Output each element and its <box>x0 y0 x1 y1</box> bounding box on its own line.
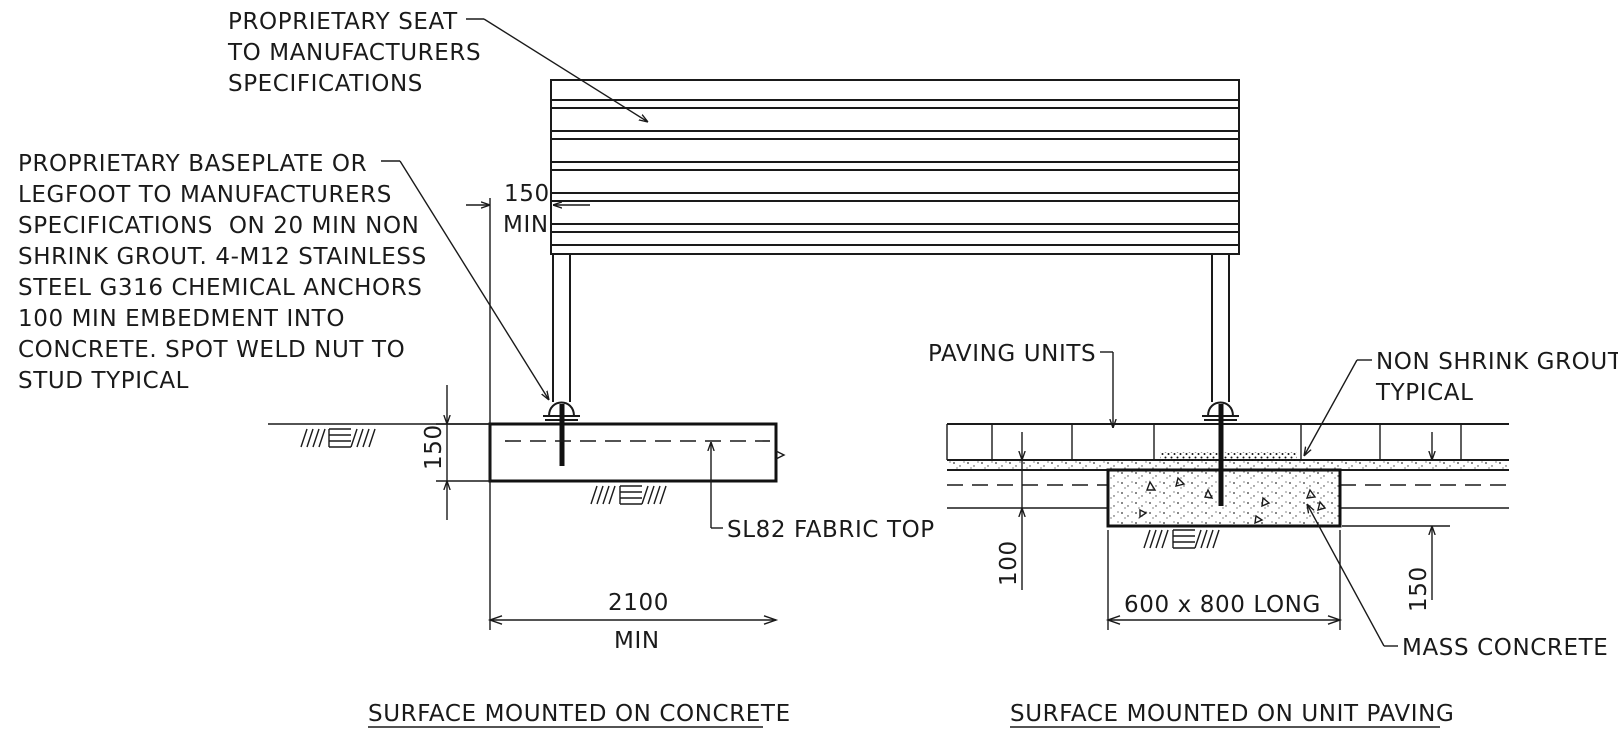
ground-hatch-below-slab <box>590 485 667 505</box>
dim-footing-width <box>1105 530 1343 630</box>
dim-slab-thickness <box>436 385 490 520</box>
baseplate-note-line: STUD TYPICAL <box>18 368 189 394</box>
baseplate-note-line: SPECIFICATIONS ON 20 MIN NON <box>18 213 419 239</box>
grout-note-line: TYPICAL <box>1375 380 1474 406</box>
subbase-layer <box>947 484 1509 509</box>
leader-mass-concrete <box>1307 504 1398 647</box>
dim-width-2100 <box>487 198 779 630</box>
leader-fabric <box>711 442 723 529</box>
seat-note-line: SPECIFICATIONS <box>228 71 423 97</box>
baseplate-note: PROPRIETARY BASEPLATE OR LEGFOOT TO MANU… <box>18 151 435 394</box>
paving-units-label: PAVING UNITS <box>928 341 1096 367</box>
footing-size-label: 600 x 800 LONG <box>1124 592 1321 618</box>
grout-note: NON SHRINK GROUT TYPICAL <box>1375 349 1618 406</box>
ground-hatch-below-footing <box>1143 529 1220 549</box>
baseplate-note-line: PROPRIETARY BASEPLATE OR <box>18 151 367 177</box>
title-surface-on-paving: SURFACE MOUNTED ON UNIT PAVING <box>1010 701 1454 727</box>
grout-bed <box>1160 452 1297 462</box>
leader-baseplate <box>381 160 549 400</box>
bedding-sand-layer <box>947 460 1509 471</box>
dim-2100-value: 2100 <box>608 590 669 616</box>
dim-edge-150-min: MIN <box>503 212 549 238</box>
seat-note-line: PROPRIETARY SEAT <box>228 9 458 35</box>
leader-paving-units <box>1100 351 1113 428</box>
baseplate-right <box>1202 401 1239 506</box>
leader-seat <box>466 18 648 122</box>
bench-leg-right <box>1211 254 1230 402</box>
leader-grout <box>1304 359 1372 456</box>
baseplate-note-line: CONCRETE. SPOT WELD NUT TO <box>18 337 405 363</box>
dim-paving-150 <box>1342 432 1450 600</box>
dim-2100-min: MIN <box>614 628 660 654</box>
dim-edge-150-value: 150 <box>504 181 550 207</box>
dim-paving-150-value: 150 <box>1406 566 1432 612</box>
fabric-label: SL82 FABRIC TOP <box>727 517 935 543</box>
baseplate-note-line: 100 MIN EMBEDMENT INTO <box>18 306 345 332</box>
ground-line-left <box>268 423 490 448</box>
baseplate-note-line: SHRINK GROUT. 4-M12 STAINLESS <box>18 244 427 270</box>
bench-leg-left <box>552 254 571 402</box>
baseplate-note-line: STEEL G316 CHEMICAL ANCHORS <box>18 275 422 301</box>
bench-seat <box>550 79 1240 255</box>
baseplate-left <box>543 401 580 466</box>
title-surface-on-concrete: SURFACE MOUNTED ON CONCRETE <box>368 701 791 727</box>
dim-paving-100-value: 100 <box>996 540 1022 586</box>
dim-slab-150-value: 150 <box>421 424 447 470</box>
seat-note: PROPRIETARY SEAT TO MANUFACTURERS SPECIF… <box>227 9 489 97</box>
seat-note-line: TO MANUFACTURERS <box>227 40 481 66</box>
grout-note-line: NON SHRINK GROUT <box>1376 349 1618 375</box>
baseplate-note-line: LEGFOOT TO MANUFACTURERS <box>18 182 392 208</box>
mass-concrete-label: MASS CONCRETE <box>1402 635 1608 661</box>
mass-concrete-footing <box>1106 468 1342 528</box>
concrete-slab <box>488 422 786 483</box>
